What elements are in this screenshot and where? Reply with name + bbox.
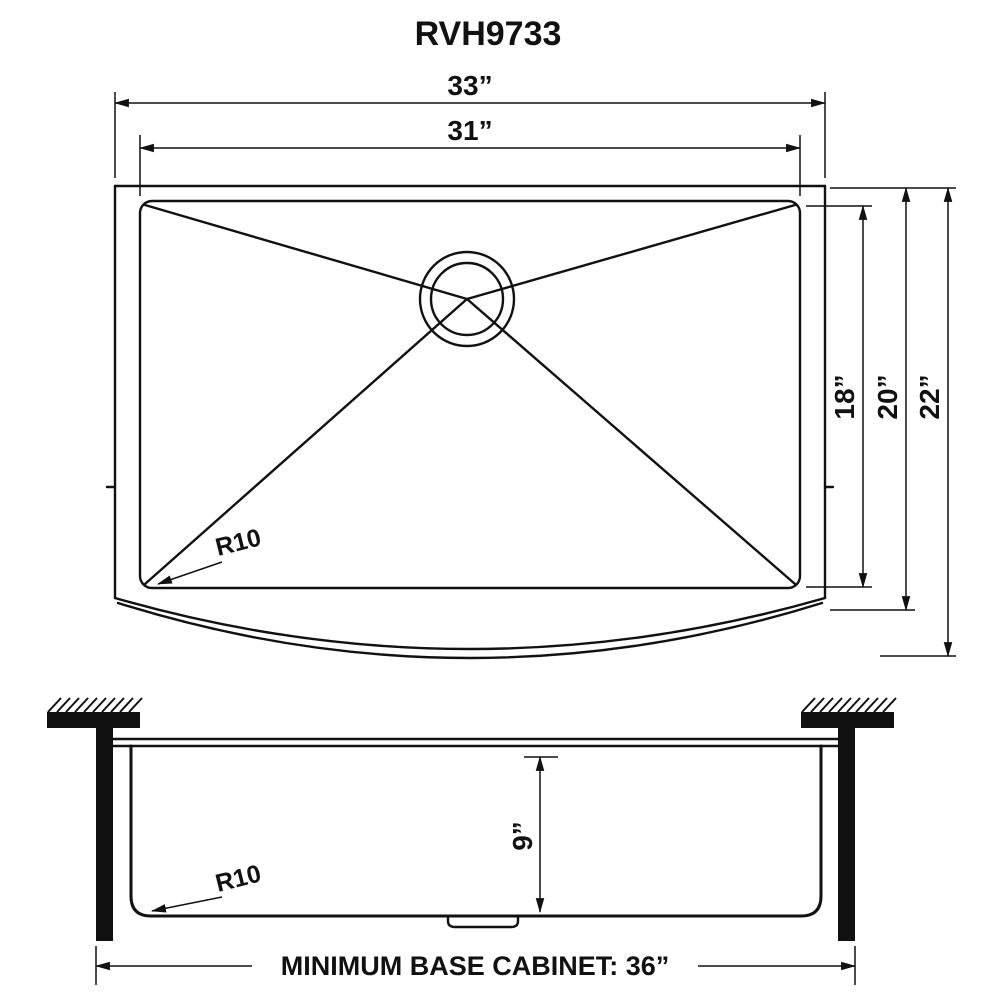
dimension-bowl-depth: 18” — [806, 204, 872, 589]
sink-outer-rim — [105, 184, 835, 660]
dim-label-18: 18” — [829, 374, 860, 419]
dim-label-33: 33” — [447, 70, 492, 101]
radius-callout-section-view: R10 — [150, 860, 264, 913]
dimension-bowl-width: 31” — [138, 115, 802, 196]
wall-hatch-right — [801, 697, 897, 713]
dim-label-20: 20” — [872, 374, 903, 419]
section-view: 9” R10 MINIMUM BASE CABINET: 36” — [47, 697, 897, 985]
apron-front-curve-lower — [116, 601, 824, 660]
radius-leader-arrow-section — [150, 896, 223, 913]
radius-callout-top-view: R10 — [156, 524, 264, 585]
radius-label-section: R10 — [213, 860, 264, 898]
dimension-rear-depth: 20” — [830, 186, 956, 612]
sink-cross-section — [111, 737, 840, 929]
bowl-section-outline — [129, 744, 823, 918]
wall-cap-right — [801, 712, 894, 728]
drain-inner-circle — [429, 261, 505, 337]
dim-label-22: 22” — [914, 374, 945, 419]
cabinet-wall-right — [801, 697, 897, 941]
base-cabinet-label: MINIMUM BASE CABINET: 36” — [281, 951, 670, 981]
top-view: 33” 31” 18” 20” 22” — [105, 70, 956, 660]
radius-label-top: R10 — [213, 524, 264, 562]
dim-label-9: 9” — [507, 821, 538, 851]
dimension-bowl-height: 9” — [507, 755, 558, 914]
dimension-base-cabinet: MINIMUM BASE CABINET: 36” — [94, 946, 857, 985]
apron-front-curve-upper — [113, 596, 827, 651]
sink-bowl — [138, 199, 802, 590]
dimension-overall-depth: 22” — [880, 186, 956, 658]
dimension-overall-width: 33” — [113, 70, 827, 178]
cabinet-wall-left — [47, 697, 143, 941]
bowl-slope-lines — [143, 203, 797, 586]
dim-label-31: 31” — [447, 115, 492, 146]
bowl-outline — [138, 199, 802, 590]
wall-cap-left — [47, 712, 140, 728]
radius-leader-arrow-top — [156, 561, 223, 585]
drain-outer-circle — [418, 250, 516, 348]
drain-stub — [446, 914, 520, 929]
wall-stud-right — [838, 728, 855, 941]
page-title: RVH9733 — [415, 15, 562, 53]
wall-stud-left — [96, 728, 113, 941]
wall-hatch-left — [47, 697, 143, 713]
